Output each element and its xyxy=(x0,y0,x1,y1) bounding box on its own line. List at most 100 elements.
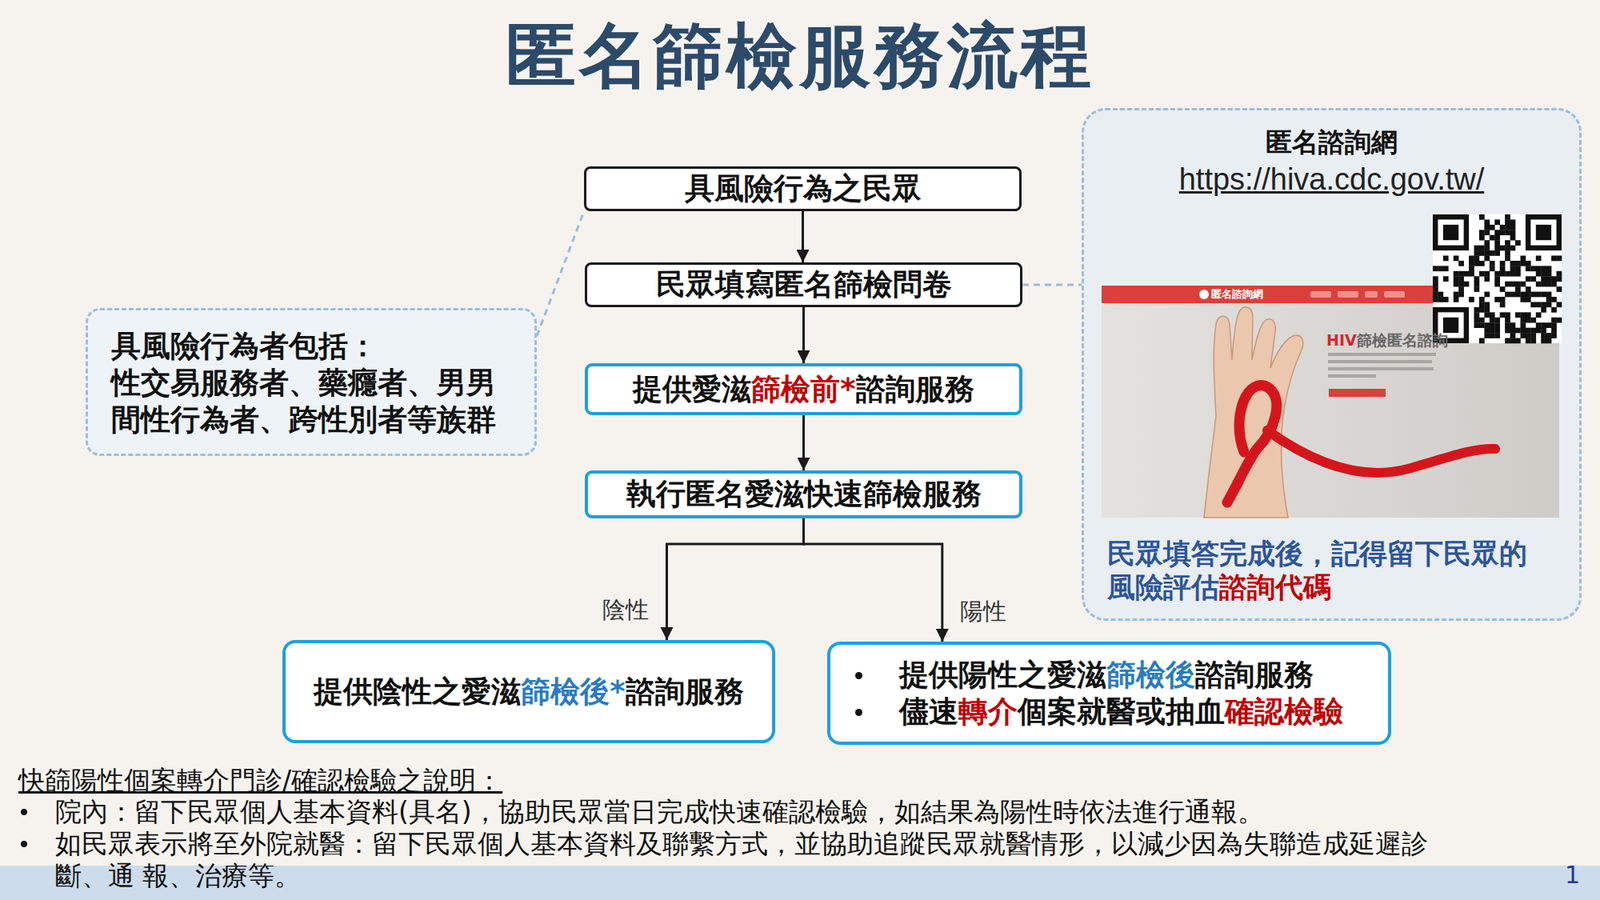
edge-label: 陰性 xyxy=(602,596,649,624)
leader-line xyxy=(1022,284,1082,287)
connector xyxy=(802,307,805,364)
node-text: 匿名諮詢網 xyxy=(1084,126,1580,159)
qr-module xyxy=(1504,214,1511,220)
qr-module xyxy=(1494,328,1500,334)
qr-module xyxy=(1484,229,1490,236)
qr-module xyxy=(1468,256,1475,262)
qr-module xyxy=(1453,256,1460,262)
qr-module xyxy=(1520,328,1526,334)
qr-module xyxy=(1551,307,1557,313)
qr-module xyxy=(1468,271,1475,277)
qr-module xyxy=(1510,322,1516,328)
qr-module xyxy=(1494,322,1500,328)
qr-module xyxy=(1484,224,1490,231)
qr-module xyxy=(1515,281,1521,288)
qr-module xyxy=(1504,250,1511,256)
qr-module xyxy=(1504,245,1511,252)
qr-module xyxy=(1468,296,1475,303)
node-text: 提供愛滋篩檢前*諮詢服務 xyxy=(632,371,974,408)
qr-module xyxy=(1432,276,1439,282)
qr-module xyxy=(1489,260,1496,267)
bullet-dot xyxy=(855,672,863,680)
qr-module xyxy=(1520,322,1526,328)
qr-module xyxy=(1458,260,1464,267)
qr-module xyxy=(1489,332,1496,339)
qr-module xyxy=(1500,229,1506,236)
qr-module xyxy=(1551,332,1557,339)
info-panel: 匿名諮詢網https://hiva.cdc.gov.tw/民眾填答完成後，記得留… xyxy=(1081,108,1582,621)
qr-module xyxy=(1500,265,1506,272)
qr-module xyxy=(1540,276,1547,282)
qr-module xyxy=(1468,260,1475,267)
qr-module xyxy=(1479,322,1485,328)
qr-module xyxy=(1510,229,1516,236)
qr-module xyxy=(1479,229,1485,236)
qr-module xyxy=(1536,328,1542,334)
qr-module xyxy=(1453,281,1460,288)
qr-module xyxy=(1484,219,1490,225)
qr-module xyxy=(1479,214,1485,220)
menu-item xyxy=(1310,291,1332,298)
qr-module xyxy=(1504,271,1511,277)
qr-module xyxy=(1458,292,1464,298)
qr-module xyxy=(1474,312,1480,318)
qr-module xyxy=(1510,260,1516,267)
qr-module xyxy=(1474,256,1480,262)
qr-module xyxy=(1484,292,1490,298)
qr-module xyxy=(1504,338,1511,344)
node-text: 性交易服務者、藥癮者、男男 間性行為者、跨性別者等族群 xyxy=(111,364,516,439)
qr-module xyxy=(1489,312,1496,318)
text-line xyxy=(1328,360,1432,364)
qr-module xyxy=(1510,338,1516,344)
qr-module xyxy=(1530,265,1536,272)
qr-module xyxy=(1494,271,1500,277)
qr-module xyxy=(1474,322,1480,328)
text-line xyxy=(1328,374,1376,378)
text-line xyxy=(1328,352,1436,356)
qr-module xyxy=(1437,292,1444,298)
qr-module xyxy=(1474,286,1480,292)
qr-module xyxy=(1500,296,1506,303)
qr-module xyxy=(1494,240,1500,246)
footer-band xyxy=(0,865,1600,900)
qr-module xyxy=(1530,276,1536,282)
qr-module xyxy=(1489,250,1496,256)
qr-module xyxy=(1432,286,1439,292)
qr-module xyxy=(1489,322,1496,328)
qr-module xyxy=(1546,276,1552,282)
qr-finder xyxy=(1443,224,1459,240)
qr-module xyxy=(1432,292,1439,298)
qr-module xyxy=(1437,296,1444,303)
qr-module xyxy=(1520,260,1526,267)
qr-module xyxy=(1540,332,1547,339)
qr-module xyxy=(1494,296,1500,303)
process-box: 具風險行為之民眾 xyxy=(584,166,1022,212)
qr-module xyxy=(1479,245,1485,252)
site-logo xyxy=(1199,289,1209,300)
qr-module xyxy=(1474,281,1480,288)
qr-module xyxy=(1489,224,1496,231)
qr-module xyxy=(1474,307,1480,313)
qr-module xyxy=(1464,281,1470,288)
qr-module xyxy=(1515,260,1521,267)
qr-module xyxy=(1443,296,1449,303)
qr-module xyxy=(1556,286,1563,292)
qr-finder xyxy=(1536,224,1552,240)
qr-module xyxy=(1458,286,1464,292)
qr-module xyxy=(1520,256,1526,262)
qr-module xyxy=(1504,240,1511,246)
qr-module xyxy=(1520,281,1526,288)
qr-module xyxy=(1504,292,1511,298)
edge-label: 陽性 xyxy=(960,597,1007,625)
qr-module xyxy=(1504,219,1511,225)
process-box: 提供愛滋篩檢前*諮詢服務 xyxy=(584,363,1023,416)
menu-item xyxy=(1364,291,1378,298)
connector xyxy=(666,518,804,640)
qr-module xyxy=(1536,265,1542,272)
qr-module xyxy=(1458,276,1464,282)
qr-module xyxy=(1443,256,1449,262)
qr-module xyxy=(1525,286,1532,292)
qr-module xyxy=(1443,276,1449,282)
bullet-dot xyxy=(20,840,28,848)
qr-module xyxy=(1546,292,1552,298)
